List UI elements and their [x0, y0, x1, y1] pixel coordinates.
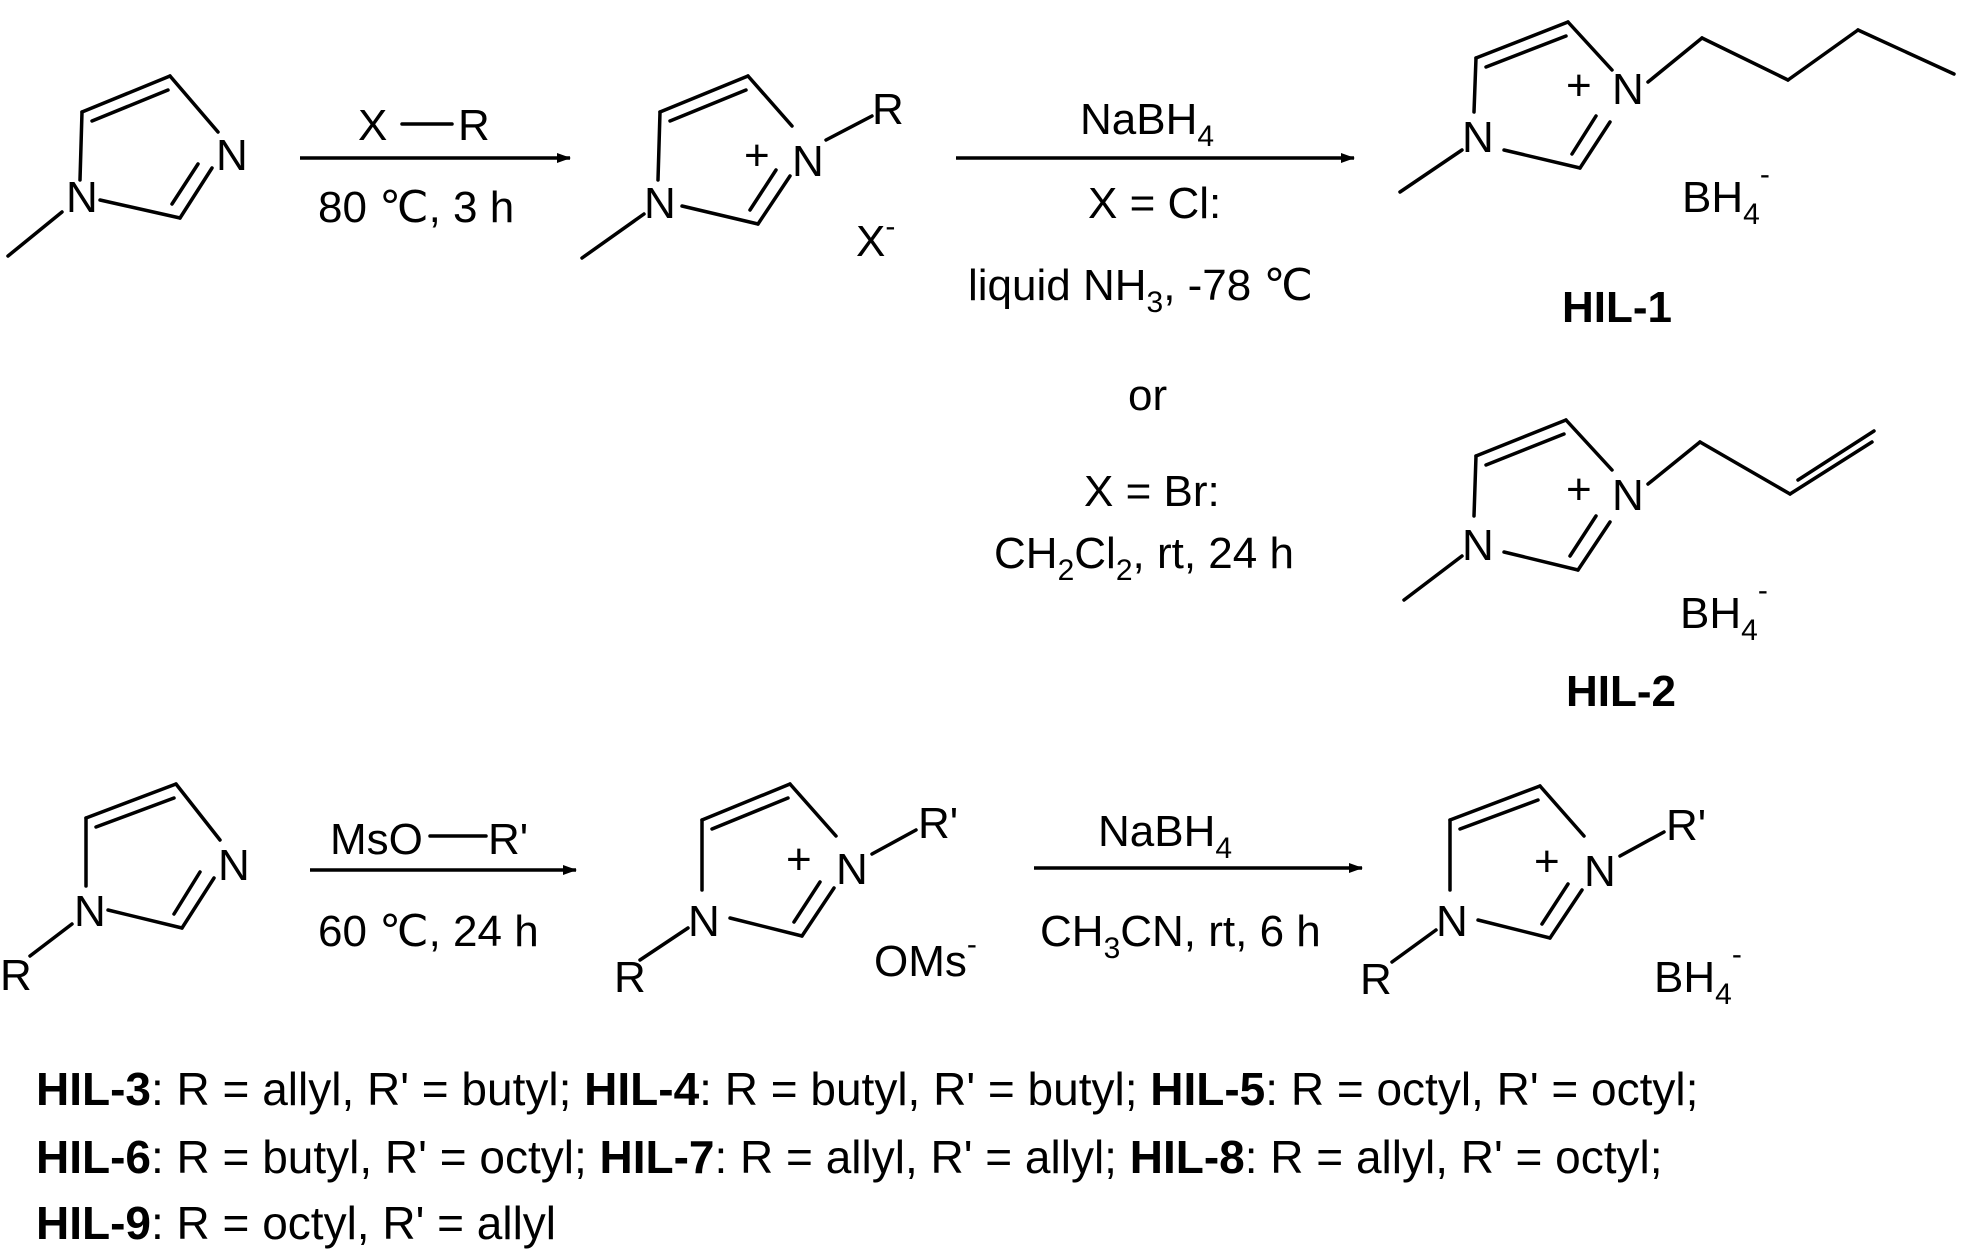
imidazolium-halide-structure: + N N R X- — [580, 74, 904, 266]
definition-hil-4: : R = butyl, R' = butyl; — [699, 1063, 1151, 1115]
atom-n: N — [688, 897, 720, 946]
legend-line-1: HIL-3: R = allyl, R' = butyl; HIL-4: R =… — [36, 1066, 1698, 1112]
atom-n: N — [216, 131, 248, 180]
label-hil-6: HIL-6 — [36, 1131, 151, 1183]
anion-bh4: BH4- — [1680, 574, 1768, 647]
substituent-r-prime: R' — [918, 799, 958, 848]
plus-sign: + — [1534, 837, 1560, 886]
substituent-r: R — [1360, 955, 1392, 1004]
label-hil-8: HIL-8 — [1129, 1131, 1245, 1183]
or-text: or — [1128, 371, 1167, 420]
label-hil-7: HIL-7 — [599, 1131, 715, 1183]
atom-n: N — [644, 179, 676, 228]
reagent-x: X — [358, 101, 387, 150]
atom-n: N — [218, 841, 250, 890]
plus-sign: + — [744, 131, 770, 180]
definition-hil-5: : R = octyl, R' = octyl; — [1265, 1063, 1699, 1115]
imidazolium-mesylate-structure: + N N R' R OMs- — [614, 782, 977, 1002]
plus-sign: + — [1566, 465, 1592, 514]
substituent-r: R — [614, 953, 646, 1002]
substituent-r-prime: R' — [1666, 801, 1706, 850]
anion-oms: OMs- — [874, 928, 977, 986]
reagent-mso: MsO — [330, 815, 423, 864]
atom-n: N — [1436, 897, 1468, 946]
condition-br: CH2Cl2, rt, 24 h — [994, 529, 1294, 587]
definition-hil-8: : R = allyl, R' = octyl; — [1244, 1131, 1663, 1183]
atom-n: N — [74, 887, 106, 936]
reagent-r: R — [458, 101, 490, 150]
atom-n-plus: N — [792, 137, 824, 186]
label-hil-9: HIL-9 — [36, 1197, 151, 1249]
label-hil-4: HIL-4 — [584, 1063, 700, 1115]
definition-hil-7: : R = allyl, R' = allyl; — [714, 1131, 1130, 1183]
label-hil-5: HIL-5 — [1150, 1063, 1266, 1115]
plus-sign: + — [1566, 61, 1592, 110]
reaction-arrow-3: MsO R' 60 ℃, 24 h — [310, 815, 577, 956]
atom-n-plus: N — [1612, 471, 1644, 520]
atom-n-plus: N — [836, 845, 868, 894]
definition-hil-3: : R = allyl, R' = butyl; — [151, 1063, 585, 1115]
substituent-r: R — [0, 951, 32, 1000]
reaction-arrow-1: X R 80 ℃, 3 h — [300, 101, 571, 232]
atom-n: N — [1462, 521, 1494, 570]
anion-bh4: BH4- — [1654, 938, 1742, 1011]
reductant: NaBH4 — [1080, 95, 1214, 153]
atom-n-plus: N — [1584, 847, 1616, 896]
anion-bh4: BH4- — [1682, 158, 1770, 231]
definition-hil-9: : R = octyl, R' = allyl — [151, 1197, 557, 1249]
r-imidazole-structure: N N R — [0, 782, 250, 1000]
condition-br-header: X = Br: — [1084, 467, 1220, 516]
methylimidazole-structure: N N — [6, 74, 248, 258]
condition-cl-header: X = Cl: — [1088, 179, 1221, 228]
legend-line-2: HIL-6: R = butyl, R' = octyl; HIL-7: R =… — [36, 1134, 1663, 1180]
label-hil-1: HIL-1 — [1562, 283, 1672, 332]
substituent-r: R — [872, 85, 904, 134]
product-hil-1-structure: + N N BH4- HIL-1 — [1398, 20, 1956, 332]
reductant: NaBH4 — [1098, 807, 1232, 865]
condition-cl: liquid NH3, -78 ℃ — [968, 261, 1313, 319]
product-hil-2-structure: + N N BH4- HIL-2 — [1402, 418, 1876, 716]
definition-hil-6: : R = butyl, R' = octyl; — [151, 1131, 600, 1183]
product-general-structure: + N N R' R BH4- — [1360, 784, 1742, 1011]
atom-n-plus: N — [1612, 65, 1644, 114]
condition-temp-time: 80 ℃, 3 h — [318, 183, 514, 232]
atom-n: N — [1462, 113, 1494, 162]
label-hil-2: HIL-2 — [1566, 667, 1676, 716]
anion-x: X- — [856, 210, 895, 266]
reagent-r-prime: R' — [488, 815, 528, 864]
legend-line-3: HIL-9: R = octyl, R' = allyl — [36, 1200, 556, 1246]
condition-solvent: CH3CN, rt, 6 h — [1040, 907, 1321, 965]
condition-temp-time: 60 ℃, 24 h — [318, 907, 539, 956]
reaction-arrow-2: NaBH4 X = Cl: liquid NH3, -78 ℃ or X = B… — [956, 95, 1355, 587]
atom-n: N — [66, 173, 98, 222]
label-hil-3: HIL-3 — [36, 1063, 151, 1115]
reaction-arrow-4: NaBH4 CH3CN, rt, 6 h — [1034, 807, 1363, 965]
plus-sign: + — [786, 835, 812, 884]
